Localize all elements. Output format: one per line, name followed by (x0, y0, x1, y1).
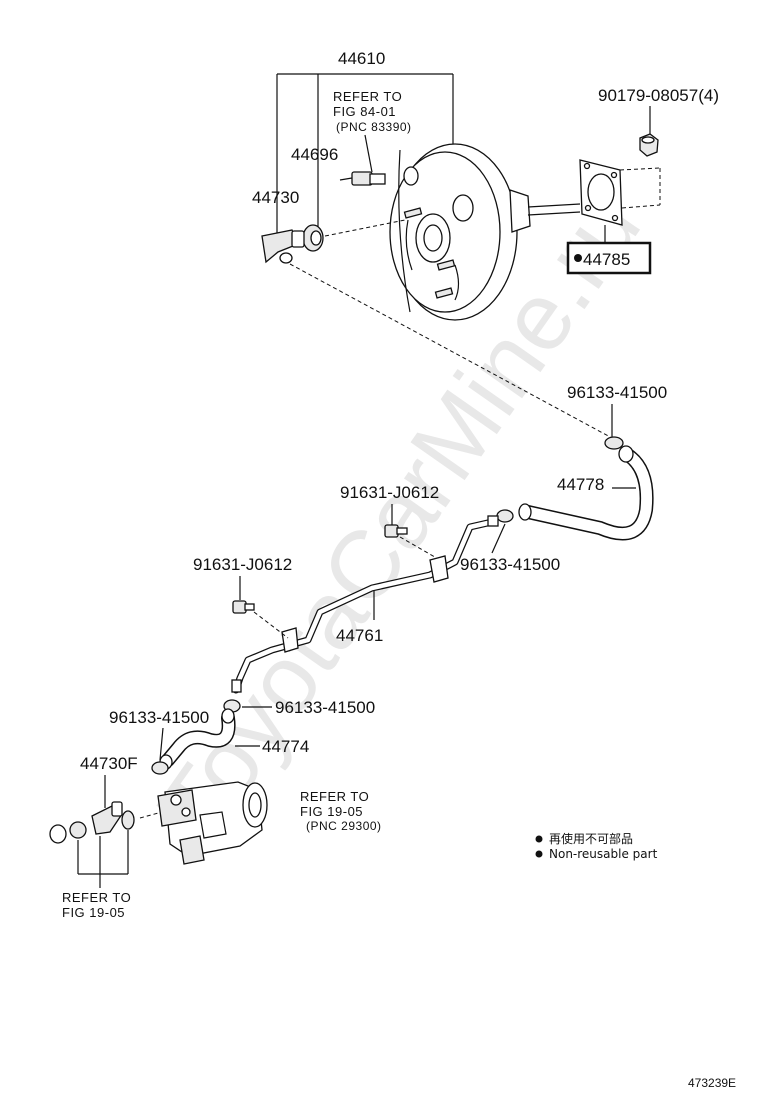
label-96133-41500-pipe-end: 96133-41500 (275, 698, 375, 717)
label-91631-J0612-left: 91631-J0612 (193, 555, 292, 574)
figure-id: 473239E (688, 1076, 736, 1090)
bolt-mid-dash (399, 536, 441, 561)
ref-top-line1: REFER TO (333, 89, 402, 104)
label-44778: 44778 (557, 475, 604, 494)
legend-bullet-1 (535, 835, 543, 843)
nut-90179 (639, 133, 659, 157)
vacuum-pump (157, 781, 268, 865)
label-90179-08057: 90179-08057(4) (598, 86, 719, 105)
label-96133-41500-lower: 96133-41500 (109, 708, 209, 727)
grommet-44696 (302, 224, 324, 252)
label-96133-41500-mid: 96133-41500 (460, 555, 560, 574)
bolt-mid (384, 524, 408, 538)
legend-item-jp: 再使用不可部品 (549, 831, 633, 846)
gasket-44785 (579, 159, 661, 245)
label-44774: 44774 (262, 737, 309, 756)
union-44730F (49, 801, 135, 844)
label-44730: 44730 (252, 188, 299, 207)
ref-pump-line3: (PNC 29300) (306, 819, 382, 833)
legend-bullet-2 (535, 850, 543, 858)
label-91631-J0612-mid: 91631-J0612 (340, 483, 439, 502)
clip-upper (604, 436, 624, 450)
clip-lower-leader (159, 727, 164, 761)
ref-top-line2: FIG 84-01 (333, 104, 396, 119)
brake-booster (389, 143, 581, 321)
union-44730 (261, 229, 305, 264)
bolt-left-dash (253, 611, 289, 639)
ref-pump-line1: REFER TO (300, 789, 369, 804)
ref-bottom-line1: REFER TO (62, 890, 131, 905)
check-valve (339, 171, 386, 186)
bottom-ref-leader (77, 830, 129, 888)
legend: 再使用不可部品 Non-reusable part (535, 831, 658, 861)
label-44785: 44785 (583, 250, 630, 269)
label-96133-41500-upper: 96133-41500 (567, 383, 667, 402)
bolt-left (232, 600, 255, 614)
union-to-pump-dash (139, 811, 163, 819)
legend-item-en: Non-reusable part (549, 847, 658, 861)
label-44610: 44610 (338, 49, 385, 68)
label-44730F: 44730F (80, 754, 138, 773)
ref-pump-line2: FIG 19-05 (300, 804, 363, 819)
gasket-label-box (566, 241, 652, 275)
booster-leader-lines (276, 73, 454, 240)
label-44761: 44761 (336, 626, 383, 645)
clip-mid-leader (491, 523, 506, 554)
union-to-hose-dash (289, 263, 613, 439)
ref-top-line3: (PNC 83390) (336, 120, 412, 134)
label-44696: 44696 (291, 145, 338, 164)
hose-44778 (518, 445, 654, 541)
pipe-44761 (231, 515, 499, 694)
clip-lower (151, 761, 169, 775)
clip-mid (496, 509, 514, 523)
ref-bottom-line2: FIG 19-05 (62, 905, 125, 920)
